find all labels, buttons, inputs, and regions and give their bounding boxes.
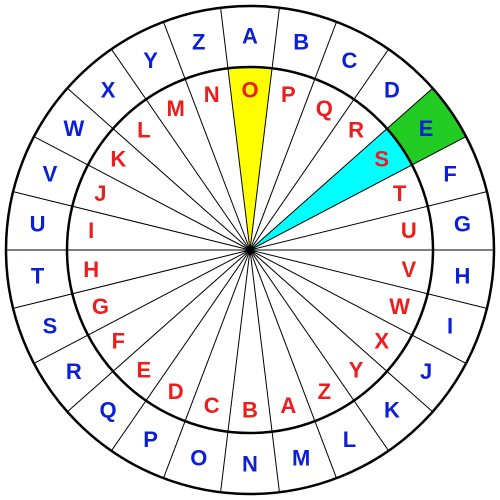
spoke-line	[67, 87, 251, 251]
inner-letter-17: F	[112, 328, 125, 353]
inner-letter-14: C	[204, 393, 220, 418]
inner-letter-3: R	[348, 118, 364, 143]
spoke-line	[110, 48, 251, 251]
inner-letter-0: O	[241, 78, 258, 103]
inner-letter-20: I	[88, 218, 94, 243]
outer-letter-11: L	[343, 427, 356, 452]
inner-letter-8: W	[389, 294, 410, 319]
highlight-inner-4	[250, 128, 413, 250]
inner-letter-13: B	[242, 398, 258, 423]
inner-letter-21: J	[94, 181, 106, 206]
spoke-line	[220, 7, 251, 251]
spoke-line	[33, 249, 251, 364]
outer-letter-10: K	[384, 398, 400, 423]
outer-letter-17: R	[66, 359, 82, 384]
outer-letter-5: F	[443, 162, 456, 187]
inner-letter-22: K	[110, 147, 126, 172]
inner-letter-15: D	[168, 379, 184, 404]
center-hub	[247, 247, 253, 253]
spoke-line	[249, 191, 488, 251]
outer-letter-8: I	[447, 313, 453, 338]
outer-letter-3: D	[384, 77, 400, 102]
outer-letter-21: V	[43, 162, 58, 187]
highlight-outer-4	[386, 88, 467, 165]
spoke-line	[12, 191, 251, 251]
outer-letter-22: W	[63, 116, 84, 141]
outer-letter-20: U	[30, 212, 46, 237]
inner-letter-10: Y	[349, 357, 364, 382]
inner-letter-4: S	[374, 147, 389, 172]
outer-letter-15: P	[143, 427, 158, 452]
spoke-line	[249, 48, 390, 251]
spoke-line	[163, 21, 251, 251]
outer-letter-19: T	[31, 263, 45, 288]
inner-letter-18: G	[92, 294, 109, 319]
spoke-line	[110, 249, 251, 452]
inner-letter-24: M	[166, 96, 184, 121]
spoke-line	[249, 249, 467, 364]
spoke-line	[163, 249, 251, 479]
inner-letter-6: U	[401, 218, 417, 243]
spoke-line	[249, 87, 433, 251]
spoke-line	[249, 7, 280, 251]
inner-circle	[65, 65, 435, 435]
inner-letter-5: T	[393, 181, 407, 206]
inner-letter-1: P	[281, 82, 296, 107]
inner-letter-9: X	[374, 328, 389, 353]
outer-letter-9: J	[420, 359, 432, 384]
outer-letter-16: Q	[100, 398, 117, 423]
spoke-line	[249, 249, 390, 452]
spoke-line	[249, 249, 488, 309]
spoke-line	[249, 249, 337, 479]
spoke-line	[67, 249, 251, 413]
outer-letter-4: E	[419, 116, 434, 141]
inner-letter-11: Z	[318, 379, 331, 404]
outer-letter-2: C	[342, 48, 358, 73]
inner-letter-12: A	[280, 393, 296, 418]
outer-letter-14: O	[190, 445, 207, 470]
inner-letter-19: H	[83, 257, 99, 282]
outer-letter-1: B	[293, 30, 309, 55]
spoke-line	[249, 136, 467, 251]
inner-letter-23: L	[137, 118, 150, 143]
outer-letter-18: S	[43, 313, 58, 338]
outer-letter-7: H	[454, 263, 470, 288]
spoke-line	[249, 249, 433, 413]
spoke-line	[33, 136, 251, 251]
highlight-inner-0	[227, 67, 273, 250]
inner-letter-25: N	[204, 82, 220, 107]
inner-letter-7: V	[401, 257, 416, 282]
outer-letter-25: Z	[192, 30, 205, 55]
spoke-line	[249, 21, 337, 251]
outer-letter-23: X	[101, 77, 116, 102]
inner-letter-2: Q	[316, 96, 333, 121]
lines-layer	[4, 4, 496, 496]
outer-letter-6: G	[454, 212, 471, 237]
spoke-line	[220, 249, 251, 493]
outer-letter-24: Y	[143, 48, 158, 73]
outer-letter-13: N	[242, 452, 258, 477]
spoke-line	[12, 249, 251, 309]
outer-letter-0: A	[242, 24, 258, 49]
spoke-line	[249, 249, 280, 493]
inner-letter-16: E	[137, 357, 152, 382]
outer-letter-12: M	[292, 445, 310, 470]
outer-circle	[4, 4, 496, 496]
highlights-layer	[227, 67, 467, 250]
